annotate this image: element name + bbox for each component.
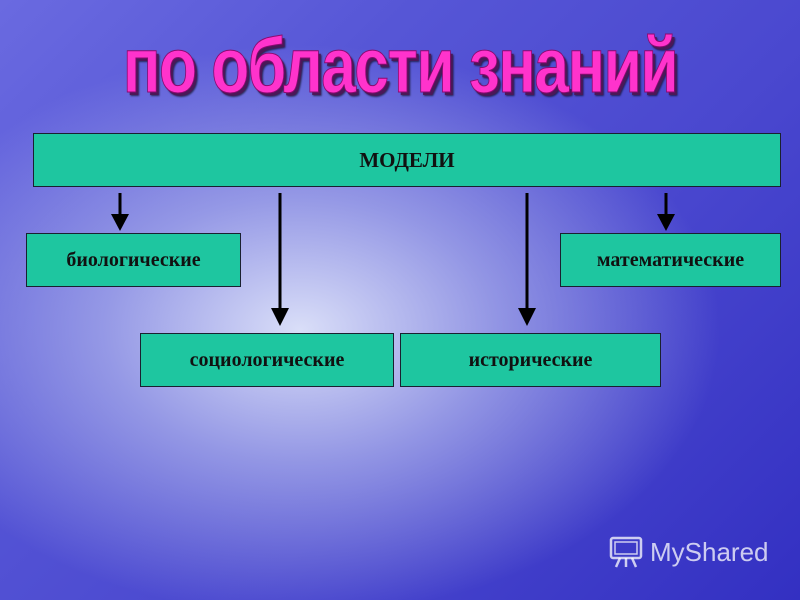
models-root-box: МОДЕЛИ bbox=[33, 133, 781, 187]
slide-title: по области знаний bbox=[122, 21, 680, 110]
sociological-label: социологические bbox=[189, 348, 345, 371]
biological-label: биологические bbox=[66, 248, 201, 271]
historical-box: исторические bbox=[400, 333, 661, 387]
mathematical-label: математические bbox=[596, 248, 745, 271]
sociological-box: социологические bbox=[140, 333, 394, 387]
watermark: MyShared bbox=[608, 535, 769, 569]
arrow-to-biological bbox=[111, 193, 129, 231]
historical-label: исторические bbox=[468, 348, 593, 371]
arrow-to-mathematical bbox=[657, 193, 675, 231]
arrow-to-historical bbox=[518, 193, 536, 326]
mathematical-box: математические bbox=[560, 233, 781, 287]
biological-box: биологические bbox=[26, 233, 241, 287]
models-root-label: МОДЕЛИ bbox=[359, 147, 455, 172]
projector-icon bbox=[608, 535, 644, 569]
arrow-to-sociological bbox=[271, 193, 289, 326]
watermark-text: MyShared bbox=[650, 536, 769, 567]
